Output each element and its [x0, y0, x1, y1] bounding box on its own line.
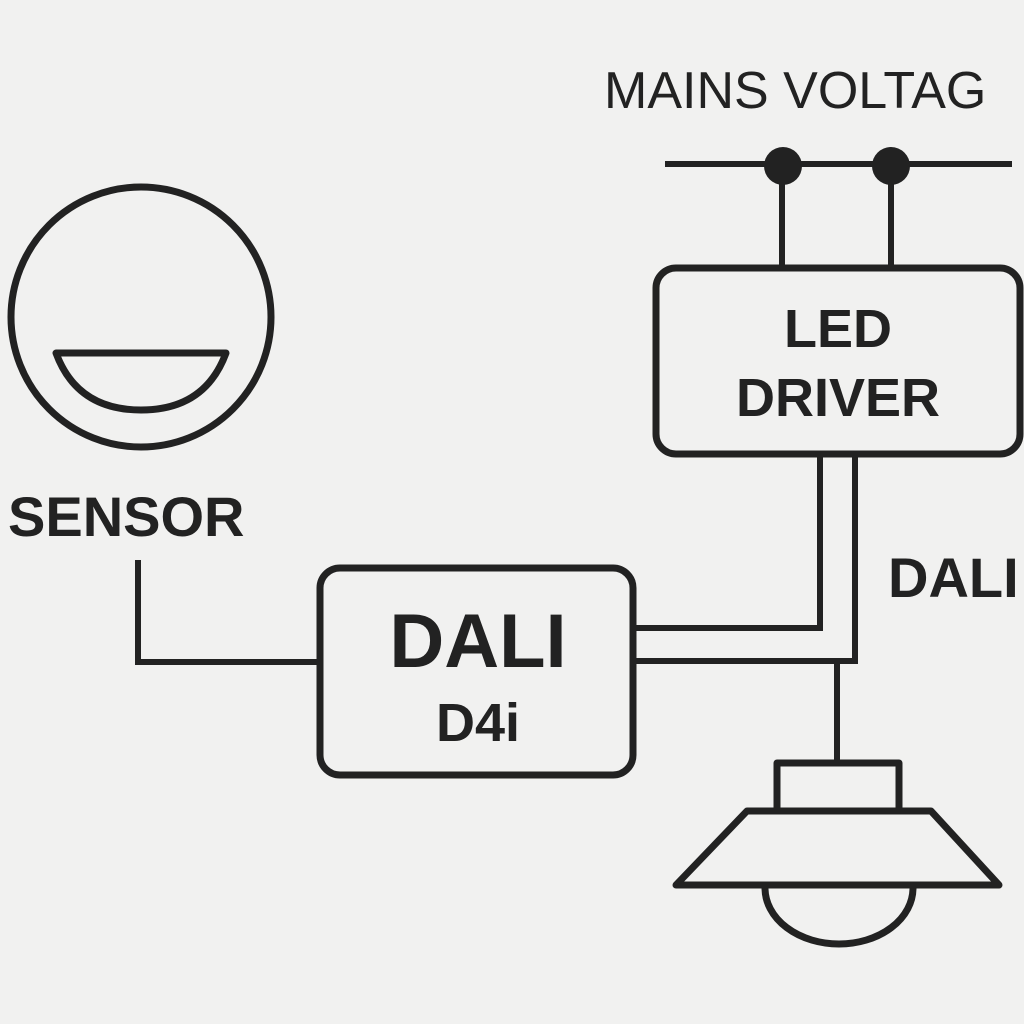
sensor-label: SENSOR — [8, 485, 245, 548]
dali-bus-wire-a — [636, 456, 823, 631]
mains-junction-dot — [764, 147, 802, 185]
led-driver-outline — [652, 264, 1024, 458]
led-driver-label-line2: DRIVER — [736, 368, 940, 428]
led-driver-label-line1: LED — [784, 299, 892, 359]
dali-controller-label-line2: D4i — [436, 693, 520, 753]
dali-d4i-controller-box: DALI D4i — [316, 564, 637, 779]
sensor-body-circle — [7, 183, 275, 451]
led-driver-box: LED DRIVER — [652, 264, 1024, 458]
lamp-shade — [672, 807, 1003, 889]
sensor-to-dali-wire — [135, 560, 320, 665]
pendant-lamp-icon — [672, 759, 1003, 948]
lamp-cap — [773, 759, 903, 815]
dali-bus-wires — [636, 456, 858, 762]
lamp-bulb — [761, 887, 917, 948]
dali-bus-label: DALI — [888, 546, 1019, 609]
dali-controller-outline — [316, 564, 637, 779]
dali-controller-label-line1: DALI — [389, 599, 566, 684]
dali-bus-wire-b — [636, 456, 858, 664]
sensor-lens — [52, 349, 230, 414]
mains-junction-dot — [872, 147, 910, 185]
mains-voltage-label: MAINS VOLTAG — [604, 62, 986, 120]
motion-sensor-icon — [7, 183, 275, 451]
mains-bus — [665, 147, 1012, 266]
